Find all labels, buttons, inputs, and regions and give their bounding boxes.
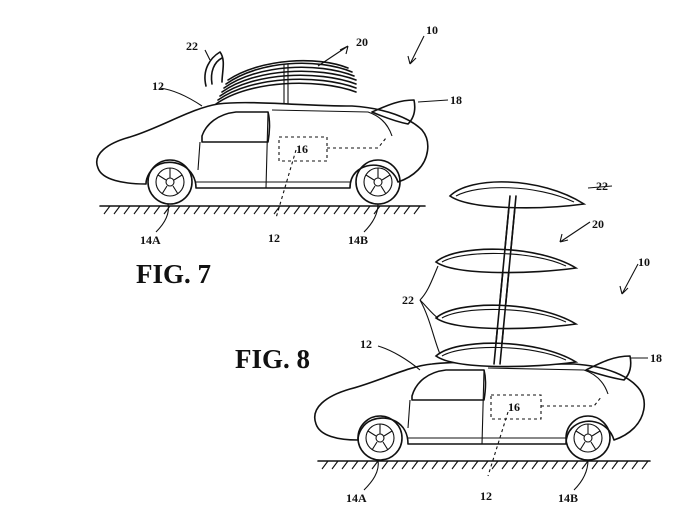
ref-22-top-fig8: 22 <box>596 179 608 193</box>
ref-22-fig8: 22 <box>402 293 414 307</box>
rear-wheel-fig8 <box>565 415 611 461</box>
ground-hatch-fig7 <box>99 205 426 215</box>
wing-stack-fig7 <box>204 51 357 105</box>
ground-hatch-fig8 <box>317 460 651 470</box>
ref-14b-fig7: 14B <box>348 233 368 247</box>
tail-fin-fig7 <box>371 99 416 125</box>
car-body-fig7 <box>95 101 429 189</box>
window-fig7 <box>201 111 271 143</box>
ref-14a-fig8: 14A <box>346 491 367 505</box>
ref-18-fig8: 18 <box>650 351 662 365</box>
car-body-fig8 <box>313 361 646 445</box>
ref-12-body-fig7: 12 <box>152 79 164 93</box>
ref-12-under-fig8: 12 <box>480 489 492 503</box>
ref-14b-fig8: 14B <box>558 491 578 505</box>
box-16-fig8 <box>490 394 542 420</box>
ref-14a-fig7: 14A <box>140 233 161 247</box>
deployed-wings-fig8 <box>434 181 587 368</box>
ref-20-fig8: 20 <box>592 217 604 231</box>
figure-8: 22 20 10 22 12 18 16 14A 12 14B FIG. 8 <box>235 179 662 505</box>
tail-fin-fig8 <box>585 355 632 381</box>
ref-16-fig8: 16 <box>508 400 520 414</box>
window-fig8 <box>411 369 487 401</box>
ref-12-body-fig8: 12 <box>360 337 372 351</box>
rear-wheel-fig7 <box>355 159 401 205</box>
ref-10-fig7: 10 <box>426 23 438 37</box>
figure-7-label: FIG. 7 <box>136 259 211 289</box>
ref-16-fig7: 16 <box>296 142 308 156</box>
ref-20-fig7: 20 <box>356 35 368 49</box>
ref-22-fig7: 22 <box>186 39 198 53</box>
figure-7: 10 20 22 12 18 16 14A 12 14B FIG. 7 <box>95 23 462 289</box>
ref-12-under-fig7: 12 <box>268 231 280 245</box>
box-16-fig7 <box>278 136 328 162</box>
figure-8-label: FIG. 8 <box>235 344 310 374</box>
front-wheel-fig8 <box>357 415 403 461</box>
front-wheel-fig7 <box>147 159 193 205</box>
ref-18-fig7: 18 <box>450 93 462 107</box>
ref-10-fig8: 10 <box>638 255 650 269</box>
